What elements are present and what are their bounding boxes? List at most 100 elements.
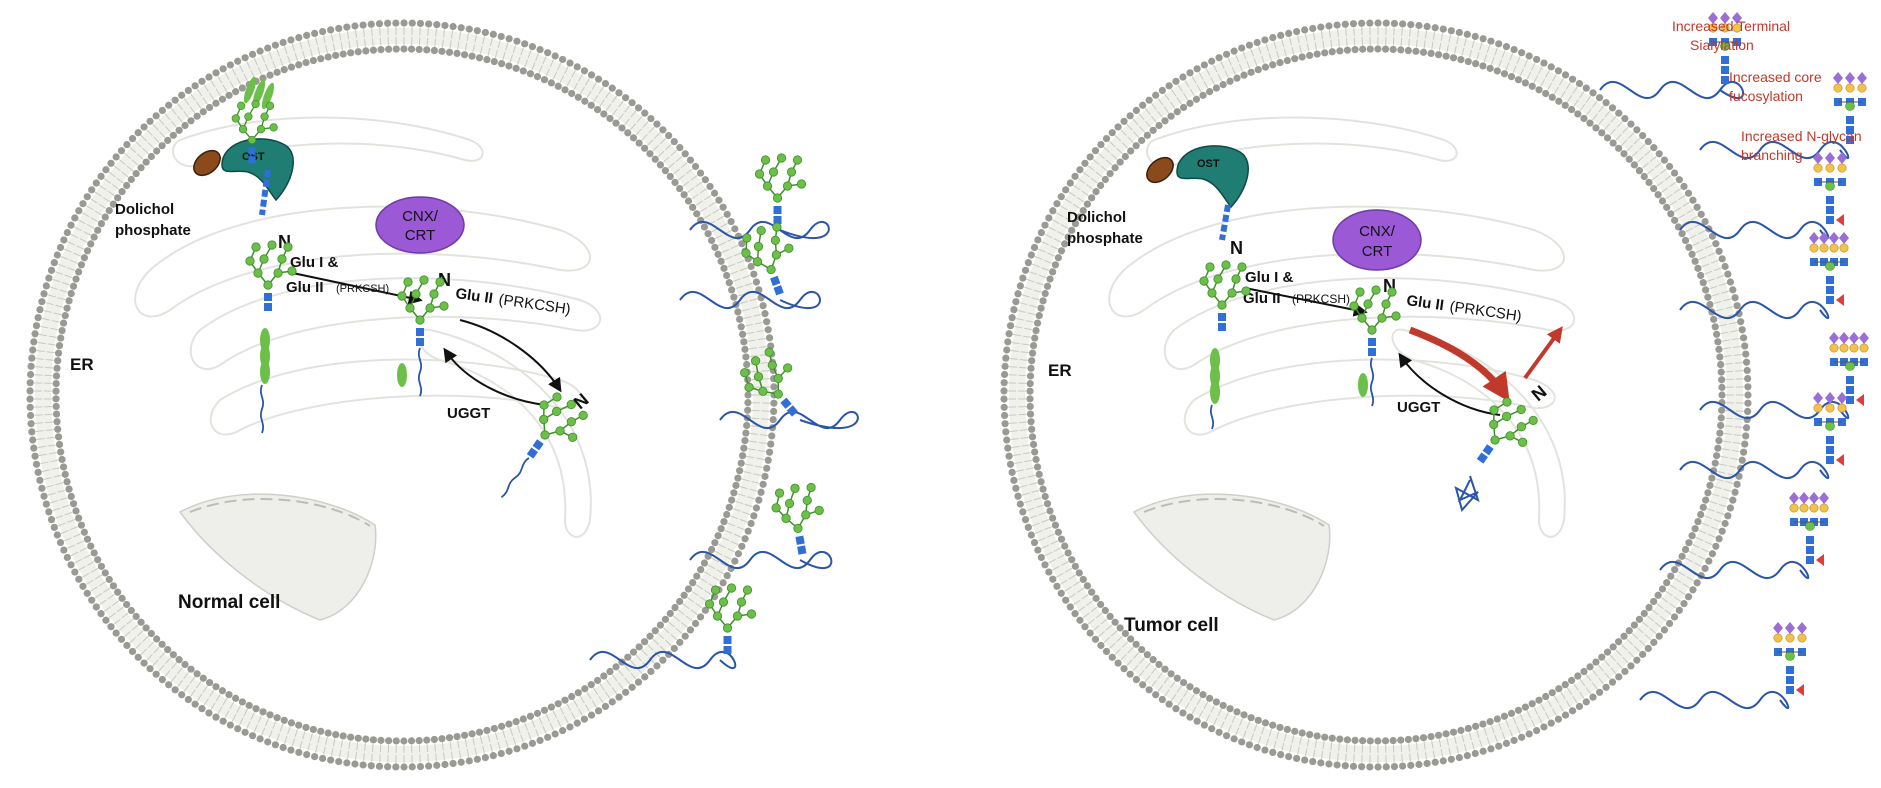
lipid-head [1167,112,1175,120]
lipid-head [707,545,716,554]
lipid-head [468,730,476,738]
lipid-head [568,692,576,701]
lipid-head [1116,624,1124,632]
lipid-head [58,455,66,464]
lipid-head [1715,247,1723,255]
lipid-head [127,175,135,184]
er-cisternae [134,116,601,538]
lipid-head [309,56,317,65]
lipid-head [53,418,61,426]
lipid-head [1086,153,1094,161]
glycan-group [771,482,824,555]
mannose-unit [425,303,435,313]
lipid-head [29,436,37,444]
nucleus-shape [1132,493,1331,621]
glcnac-unit [786,405,799,417]
lipid-head [769,415,777,424]
lipid-head [1014,492,1022,500]
lipid-head [392,763,400,771]
lipid-head [1633,656,1641,664]
lipid-head [1033,463,1042,471]
lipid-head [1407,21,1415,29]
fucose-unit [1856,394,1864,406]
lipid-head [77,261,86,269]
lipid-head [1165,700,1173,708]
lipid-head [88,186,96,194]
lipid-head [1041,561,1049,569]
lipid-head [1716,353,1724,361]
lipid-head [165,101,173,109]
lipid-head [1500,70,1509,78]
lipid-head [1057,247,1066,255]
n-label-1: N [1230,238,1243,258]
lipid-head [212,713,220,721]
mannose-unit [1825,261,1835,271]
lipid-head [425,762,433,770]
lipid-head [1121,629,1129,638]
lipid-head [71,214,79,222]
er-label: ER [1048,361,1072,380]
lipid-head [72,275,80,283]
lipid-head [759,302,767,310]
lipid-head [574,689,582,697]
lipid-head [1382,19,1390,27]
lipid-head [245,701,253,710]
lipid-head [1030,538,1039,547]
sialic-acid-unit [1813,392,1823,404]
lipid-head [1681,236,1690,245]
lipid-head [738,542,746,550]
sialic-acid-unit [1720,12,1730,24]
lipid-head [36,306,44,314]
protein-chain [689,550,833,570]
mannose-unit [1231,274,1241,284]
lipid-head [1574,110,1582,118]
mannose-unit [251,242,261,252]
lipid-head [61,312,69,320]
lipid-head [473,27,481,35]
lipid-head [1049,514,1057,522]
mannose-unit [772,193,783,203]
lipid-head [302,58,310,67]
lipid-head [1034,236,1042,244]
glcnac-unit [416,328,424,336]
lipid-head [1351,46,1359,54]
lipid-head [234,57,242,65]
lipid-head [392,45,400,53]
mannose-unit [710,585,721,595]
lipid-head [416,19,425,28]
lipid-head [1471,32,1479,41]
mannose-unit [766,264,776,275]
mannose-unit [1516,404,1526,415]
mannose-unit [784,243,794,253]
lipid-head [1447,27,1455,35]
lipid-head [1507,709,1516,717]
lipid-head [26,403,34,411]
lipid-head [158,106,166,115]
lipid-head [69,500,78,508]
mannose-unit [263,280,273,290]
glcnac-unit [780,397,792,409]
mannose-unit [539,414,549,425]
lipid-head [1366,45,1374,53]
lipid-head [1101,606,1109,615]
glcnac-unit [1826,446,1834,454]
lipid-head [1502,739,1511,747]
protein-chain [589,651,737,669]
lipid-head [1701,564,1709,573]
lipid-head [1026,387,1034,395]
glcnac-unit [1786,666,1794,674]
lipid-head [52,402,60,411]
lipid-head [1226,705,1234,713]
lipid-head [1034,546,1042,554]
lipid-head [1568,707,1577,715]
mannose-unit [814,505,824,516]
lipid-head [1306,730,1314,739]
lipid-head [1718,255,1726,263]
lipid-head [1145,96,1153,104]
lipid-head [1681,545,1690,554]
lipid-head [83,247,92,255]
lipid-head [1724,512,1732,520]
lipid-head [615,89,623,97]
lipid-head [67,561,75,569]
galactose-unit [1825,163,1835,173]
